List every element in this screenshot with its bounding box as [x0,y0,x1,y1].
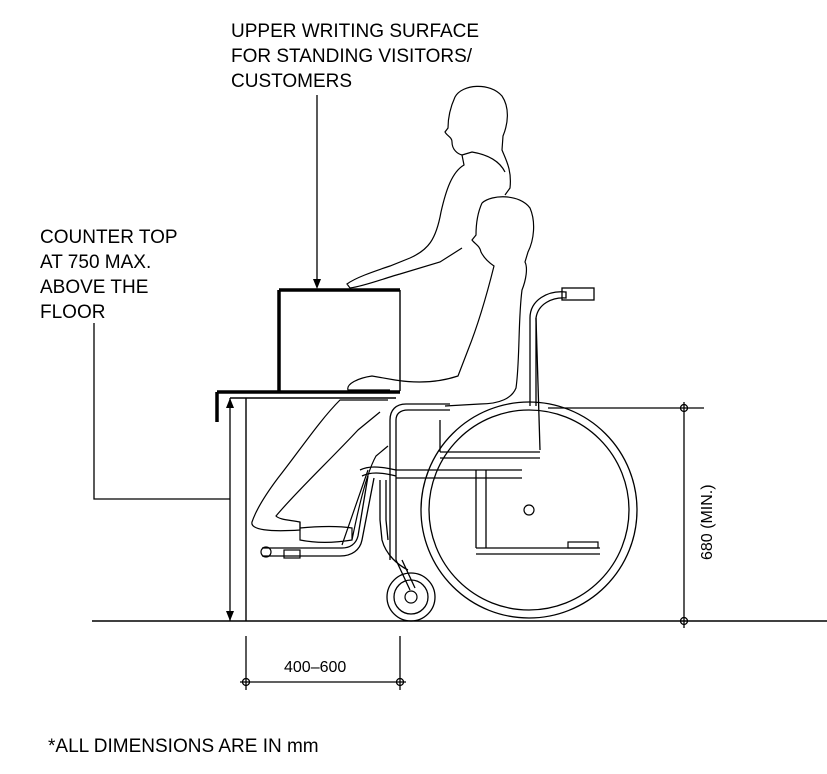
dimensions-footnote: *ALL DIMENSIONS ARE IN mm [48,736,319,757]
upper-surface-leader [313,95,321,289]
seat-height-label: 680 (MIN.) [699,484,716,560]
counter [215,288,401,621]
counter-label-line-4: FLOOR [40,302,105,323]
seated-person-legs [299,445,389,546]
knee-clearance-label: 400–600 [284,659,346,676]
counter-label-line-2: AT 750 MAX. [40,252,151,273]
upper-label-line-1: UPPER WRITING SURFACE [231,21,479,42]
standing-person [346,85,511,289]
seated-person [251,196,535,532]
counter-label-line-3: ABOVE THE [40,277,148,298]
counter-top-label: COUNTER TOP AT 750 MAX. ABOVE THE FLOOR [40,227,178,323]
counter-label-line-1: COUNTER TOP [40,227,178,248]
seat-height-dimension: 680 (MIN.) [548,402,716,628]
knee-clearance-dimension: 400–600 [240,636,406,690]
counter-height-dimension [226,398,234,621]
upper-label-line-2: FOR STANDING VISITORS/ [231,46,473,67]
counter-top-leader [93,323,230,500]
upper-label-line-3: CUSTOMERS [231,71,352,92]
wheelchair [260,287,638,622]
upper-writing-surface-label: UPPER WRITING SURFACE FOR STANDING VISIT… [231,21,479,92]
